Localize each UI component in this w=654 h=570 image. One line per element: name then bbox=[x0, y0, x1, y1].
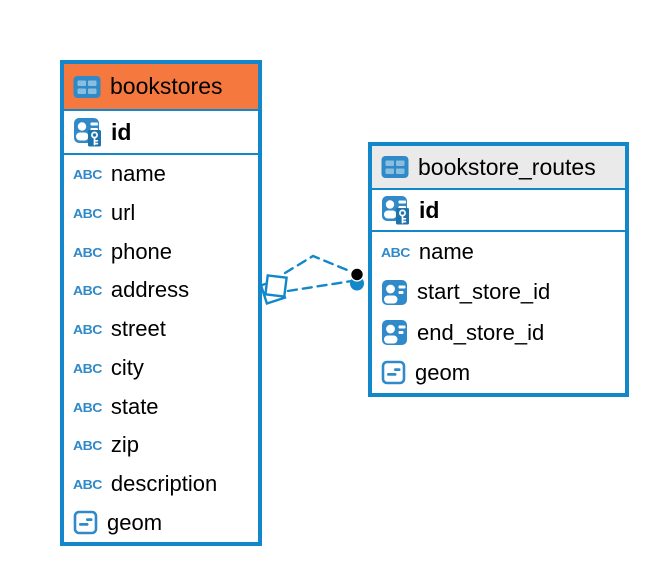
field-label: geom bbox=[107, 509, 163, 535]
table-title: bookstores bbox=[110, 73, 223, 99]
field-label: geom bbox=[415, 359, 471, 385]
text-type-icon: ABC bbox=[381, 244, 410, 260]
field-row-city[interactable]: ABC city bbox=[64, 349, 258, 388]
field-label: name bbox=[418, 239, 474, 265]
table-node-bookstore-routes[interactable]: bookstore_routes id ABC name start_store… bbox=[368, 142, 629, 397]
text-type-icon: ABC bbox=[73, 476, 102, 492]
table-icon bbox=[73, 75, 101, 98]
field-row-id[interactable]: id bbox=[64, 111, 258, 155]
field-label: description bbox=[110, 470, 218, 496]
field-row-start-store-id[interactable]: start_store_id bbox=[372, 272, 625, 312]
text-type-icon: ABC bbox=[73, 398, 102, 415]
relationship-bookstores-to-bookstore-routes[interactable] bbox=[259, 254, 365, 305]
table-node-bookstores[interactable]: bookstores id ABC name ABC url ABC phone… bbox=[60, 60, 262, 546]
relationship-line-lower[interactable] bbox=[286, 279, 354, 293]
table-title: bookstore_routes bbox=[418, 153, 596, 180]
text-type-icon: ABC bbox=[73, 360, 102, 376]
field-row-geom[interactable]: geom bbox=[64, 503, 258, 542]
primary-key-icon bbox=[381, 195, 410, 226]
many-end-diamond-icon bbox=[259, 274, 288, 305]
one-end-dot-icon bbox=[349, 267, 365, 291]
text-type-icon: ABC bbox=[73, 282, 102, 299]
field-label: zip bbox=[110, 432, 139, 458]
field-row-name[interactable]: ABC name bbox=[64, 155, 258, 194]
field-row-id[interactable]: id bbox=[372, 190, 625, 232]
text-type-icon: ABC bbox=[73, 437, 102, 453]
relationship-line-upper[interactable] bbox=[283, 254, 354, 275]
field-label: id bbox=[111, 118, 132, 145]
foreign-key-icon bbox=[382, 320, 407, 346]
primary-key-icon bbox=[73, 117, 102, 148]
text-type-icon: ABC bbox=[73, 321, 102, 337]
text-type-icon: ABC bbox=[73, 166, 102, 182]
field-label: start_store_id bbox=[417, 279, 551, 305]
field-row-name[interactable]: ABC name bbox=[372, 232, 625, 272]
field-label: end_store_id bbox=[417, 319, 545, 345]
field-list: ABC name ABC url ABC phone ABC address A… bbox=[64, 155, 258, 542]
text-type-icon: ABC bbox=[73, 244, 102, 260]
field-row-geom[interactable]: geom bbox=[372, 353, 625, 393]
table-header-bookstores[interactable]: bookstores bbox=[64, 64, 258, 111]
text-type-icon: ABC bbox=[73, 205, 102, 221]
field-label: name bbox=[110, 161, 166, 187]
field-label: address bbox=[110, 277, 190, 303]
field-row-street[interactable]: ABC street bbox=[64, 310, 258, 349]
geometry-type-icon bbox=[73, 510, 98, 535]
table-header-bookstore-routes[interactable]: bookstore_routes bbox=[372, 146, 625, 190]
geometry-type-icon bbox=[381, 361, 406, 385]
field-label: url bbox=[110, 200, 136, 226]
field-row-address[interactable]: ABC address bbox=[64, 271, 258, 310]
field-label: id bbox=[419, 196, 440, 223]
field-label: city bbox=[110, 354, 144, 380]
field-row-zip[interactable]: ABC zip bbox=[64, 426, 258, 465]
field-row-end-store-id[interactable]: end_store_id bbox=[372, 313, 625, 353]
field-label: phone bbox=[110, 238, 173, 264]
field-row-state[interactable]: ABC state bbox=[64, 387, 258, 426]
field-row-description[interactable]: ABC description bbox=[64, 465, 258, 504]
field-row-url[interactable]: ABC url bbox=[64, 194, 258, 233]
table-icon bbox=[381, 156, 409, 178]
field-row-phone[interactable]: ABC phone bbox=[64, 232, 258, 271]
field-label: street bbox=[110, 316, 166, 342]
foreign-key-icon bbox=[382, 279, 407, 305]
field-label: state bbox=[110, 393, 159, 419]
field-list: ABC name start_store_id end_store_id geo… bbox=[372, 232, 625, 393]
